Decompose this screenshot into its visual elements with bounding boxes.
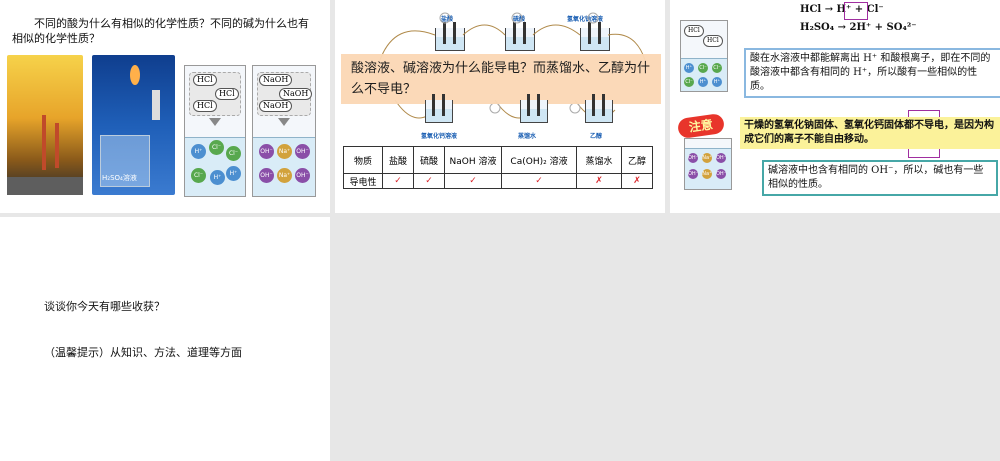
table-header: 蒸馏水 [576, 146, 622, 174]
electrolysis-photo: H₂SO₄溶液 [92, 55, 175, 195]
attention-icon: 注意 [676, 112, 726, 140]
naoh-beaker-small: OH⁻ Na⁺ OH⁻ OH⁻ Na⁺ OH⁻ [684, 138, 732, 190]
check-icon: ✓ [382, 173, 414, 189]
ion-h: H⁺ [226, 166, 241, 181]
reflection-hint: （温馨提示）从知识、方法、道理等方面 [44, 346, 242, 359]
ion-oh: OH⁻ [259, 168, 274, 183]
solution-label: 硫酸 [513, 16, 526, 23]
arrow-down-icon [278, 118, 290, 126]
conductivity-cell [520, 94, 548, 123]
hcl-beaker-small: HCl HCl H⁺ Cl⁻ Cl⁻ Cl⁻ H⁺ H⁺ [680, 20, 728, 92]
solution-label: 蒸馏水 [518, 133, 537, 140]
ion-oh: OH⁻ [295, 168, 310, 183]
table-header: 乙醇 [621, 146, 653, 174]
ion-cl: Cl⁻ [209, 140, 224, 155]
ion-h: H⁺ [191, 144, 206, 159]
molecule-label: HCl [215, 88, 239, 100]
conductivity-cell [505, 22, 535, 51]
molecule-label: NaOH [259, 74, 293, 86]
h-ion-highlight [844, 2, 868, 20]
solution-label: 盐酸 [441, 16, 454, 23]
table-header: NaOH 溶液 [444, 146, 502, 174]
conductivity-cell [580, 22, 610, 51]
cross-icon: ✗ [621, 173, 653, 189]
arrow-down-icon [209, 118, 221, 126]
acid-explanation: 酸在水溶液中都能解离出 H⁺ 和酸根离子，即在不同的酸溶液中都含有相同的 H⁺，… [744, 48, 1000, 98]
reflection-question: 谈谈你今天有哪些收获？ [44, 300, 165, 313]
check-icon: ✓ [501, 173, 577, 189]
ion-oh: OH⁻ [688, 169, 699, 179]
question-text: 不同的酸为什么有相似的化学性质？不同的碱为什么也有相似的化学性质？ [12, 17, 309, 45]
conductivity-cell [425, 94, 453, 123]
conductivity-table: 物质 盐酸 硫酸 NaOH 溶液 Ca(OH)₂ 溶液 蒸馏水 乙醇 导电性 ✓… [343, 146, 653, 189]
conductivity-cell [585, 94, 613, 123]
slide-thumbnail-4[interactable]: 谈谈你今天有哪些收获？ （温馨提示）从知识、方法、道理等方面 [0, 217, 330, 461]
molecule-label: HCl [684, 25, 704, 37]
ion-oh: OH⁻ [716, 153, 727, 163]
slide-thumbnail-3[interactable]: HCl → H⁺ + Cl⁻ H₂SO₄ → 2H⁺ + SO₄²⁻ HCl H… [670, 0, 1000, 213]
table-header: 盐酸 [382, 146, 414, 174]
molecule-label: HCl [703, 35, 723, 47]
ion-cl: Cl⁻ [226, 146, 241, 161]
ion-na: Na⁺ [702, 169, 712, 179]
table-row: 导电性 ✓ ✓ ✓ ✓ ✗ ✗ [343, 173, 653, 189]
ion-na: Na⁺ [702, 153, 712, 163]
question-banner: 酸溶液、碱溶液为什么能导电？而蒸馏水、乙醇为什么不导电？ [341, 54, 661, 104]
solution-label: 乙醇 [590, 133, 603, 140]
ion-oh: OH⁻ [688, 153, 699, 163]
ion-na: Na⁺ [277, 144, 292, 159]
hcl-beaker: HCl HCl HCl H⁺ Cl⁻ Cl⁻ Cl⁻ H⁺ H⁺ [184, 65, 246, 197]
naoh-beaker: NaOH NaOH NaOH OH⁻ Na⁺ OH⁻ OH⁻ Na⁺ OH⁻ [252, 65, 316, 197]
flame-photo [7, 55, 83, 195]
row-label: 导电性 [343, 173, 383, 189]
check-icon: ✓ [413, 173, 445, 189]
ionization-equation-hcl: HCl → H⁺ + Cl⁻ [800, 4, 884, 15]
cross-icon: ✗ [576, 173, 622, 189]
ion-na: Na⁺ [277, 168, 292, 183]
molecule-label: HCl [193, 74, 217, 86]
conductivity-cell [435, 22, 465, 51]
ion-oh: OH⁻ [295, 144, 310, 159]
ion-h: H⁺ [210, 170, 225, 185]
ion-oh: OH⁻ [716, 169, 727, 179]
ion-oh: OH⁻ [259, 144, 274, 159]
table-header-row: 物质 盐酸 硫酸 NaOH 溶液 Ca(OH)₂ 溶液 蒸馏水 乙醇 [343, 146, 653, 174]
ion-cl: Cl⁻ [191, 168, 206, 183]
photo-caption: H₂SO₄溶液 [102, 174, 137, 182]
molecule-label: HCl [193, 100, 217, 112]
ion-h: H⁺ [698, 77, 708, 87]
table-header: 物质 [343, 146, 383, 174]
ion-cl: Cl⁻ [684, 77, 694, 87]
ionization-equation-h2so4: H₂SO₄ → 2H⁺ + SO₄²⁻ [800, 22, 917, 33]
solution-label: 氢氧化钠溶液 [567, 16, 604, 23]
solid-warning: 干燥的氢氧化钠固体、氢氧化钙固体都不导电，是因为构成它们的离子不能自由移动。 [740, 117, 1000, 149]
base-explanation: 碱溶液中也含有相同的 OH⁻，所以，碱也有一些相似的性质。 [762, 160, 998, 196]
ion-h: H⁺ [684, 63, 694, 73]
solution-label: 氢氧化钙溶液 [421, 133, 458, 140]
ion-h: H⁺ [712, 77, 722, 87]
slide-thumbnail-2[interactable]: 盐酸 硫酸 氢氧化钠溶液 酸溶液、碱溶液为什么能导电？而蒸馏水、乙醇为什么不导电… [335, 0, 665, 213]
attention-text: 注意 [688, 117, 714, 135]
molecule-label: NaOH [259, 100, 293, 112]
table-header: 硫酸 [413, 146, 445, 174]
check-icon: ✓ [444, 173, 502, 189]
slide-thumbnail-1[interactable]: 不同的酸为什么有相似的化学性质？不同的碱为什么也有相似的化学性质？ H₂SO₄溶… [0, 0, 330, 213]
ion-cl: Cl⁻ [698, 63, 708, 73]
molecule-label: NaOH [279, 88, 313, 100]
ion-cl: Cl⁻ [712, 63, 722, 73]
table-header: Ca(OH)₂ 溶液 [501, 146, 577, 174]
